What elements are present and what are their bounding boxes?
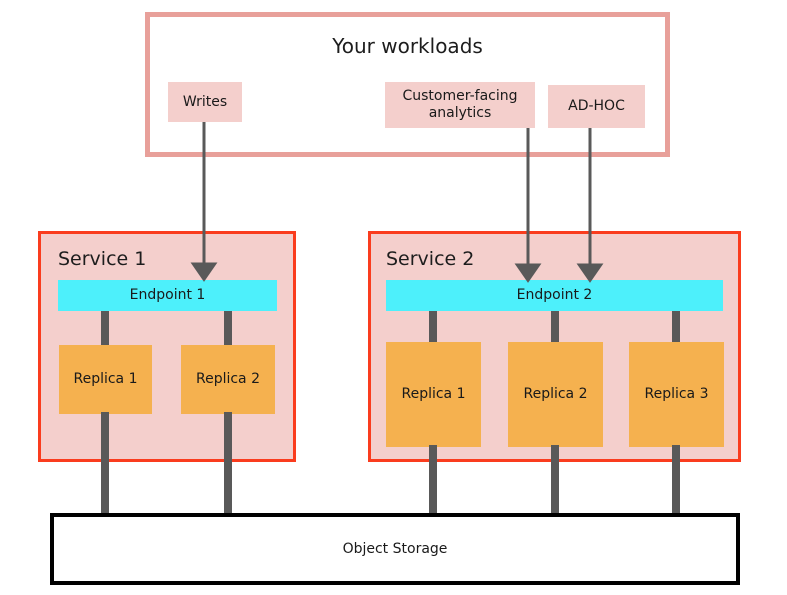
endpoint-1[interactable]: Endpoint 1 [58, 280, 277, 311]
pipe-replica2-storage-s2 [551, 445, 559, 516]
workloads-title: Your workloads [332, 34, 483, 58]
pipe-replica1-storage-s1 [101, 412, 109, 516]
pipe-replica2-storage-s1 [224, 412, 232, 516]
pipe-replica1-storage-s2 [429, 445, 437, 516]
service-2-replica-2[interactable]: Replica 2 [508, 342, 603, 447]
workload-chip-customer-facing-analytics[interactable]: Customer-facing analytics [385, 82, 535, 128]
workload-chip-writes[interactable]: Writes [168, 82, 242, 122]
pipe-replica3-storage-s2 [672, 445, 680, 516]
workload-chip-ad-hoc[interactable]: AD-HOC [548, 85, 645, 128]
service-2-replica-3[interactable]: Replica 3 [629, 342, 724, 447]
service-2-replica-1[interactable]: Replica 1 [386, 342, 481, 447]
object-storage-box: Object Storage [50, 513, 740, 585]
service-2-title: Service 2 [386, 248, 475, 270]
service-1-title: Service 1 [58, 248, 147, 270]
pipe-endpoint2-replica1 [429, 311, 437, 344]
pipe-endpoint2-replica2 [551, 311, 559, 344]
endpoint-2[interactable]: Endpoint 2 [386, 280, 723, 311]
pipe-endpoint1-replica1 [101, 311, 109, 347]
service-1-replica-2[interactable]: Replica 2 [181, 345, 275, 414]
pipe-endpoint2-replica3 [672, 311, 680, 344]
pipe-endpoint1-replica2 [224, 311, 232, 347]
service-1-replica-1[interactable]: Replica 1 [59, 345, 152, 414]
